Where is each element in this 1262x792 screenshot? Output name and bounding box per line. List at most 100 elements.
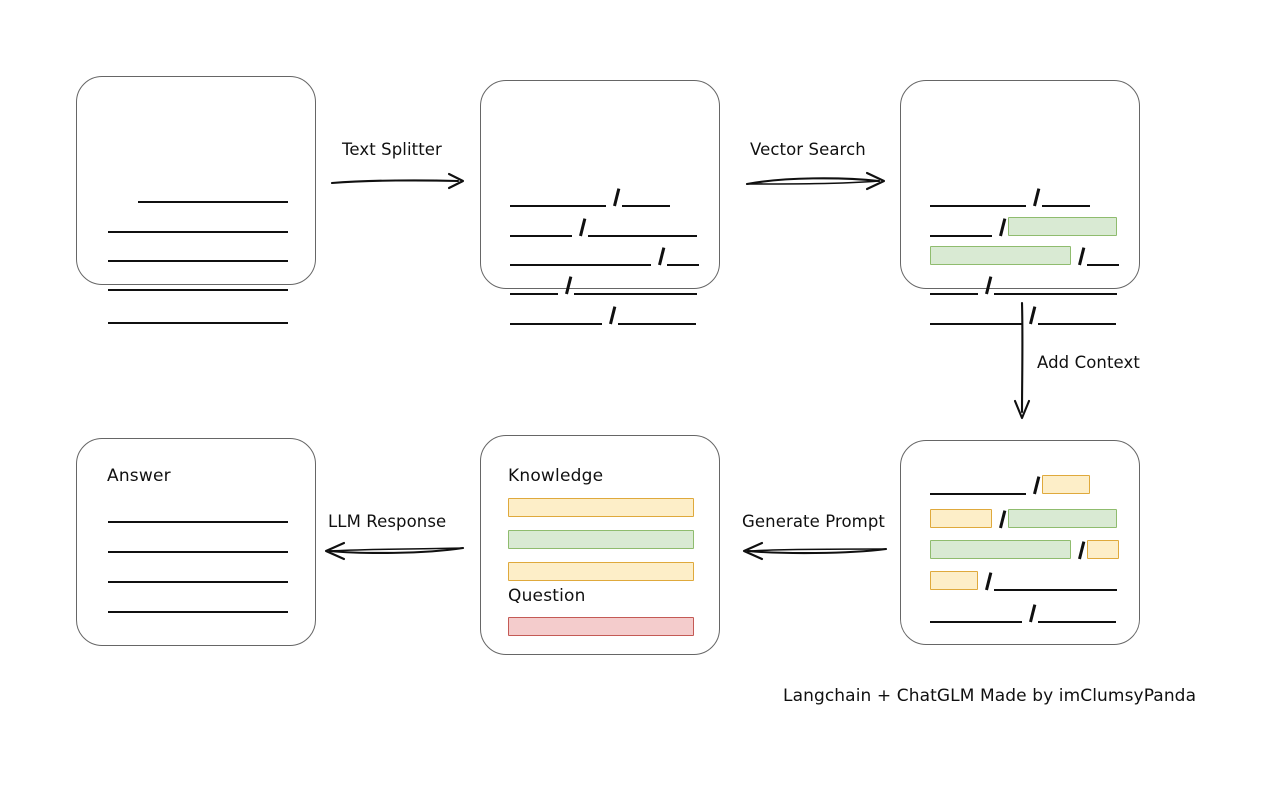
chunk-segment-right bbox=[1038, 601, 1116, 623]
chunk-row bbox=[930, 273, 1117, 295]
chunk-segment-left-highlight-green bbox=[930, 539, 1071, 559]
chunk-segment-right bbox=[994, 273, 1117, 295]
chunk-row bbox=[930, 185, 1090, 207]
chunk-segment-right bbox=[994, 569, 1117, 591]
split-chunks-card[interactable] bbox=[480, 80, 720, 325]
line-segment bbox=[108, 561, 288, 583]
chunk-separator-icon bbox=[978, 273, 994, 295]
question-label: Question bbox=[508, 586, 586, 606]
answer-card-content: Answer bbox=[77, 439, 315, 645]
document-line bbox=[108, 240, 288, 262]
prompt-card-content: Knowledge Question bbox=[481, 436, 719, 654]
chunk-row bbox=[930, 538, 1119, 560]
chunk-segment-right bbox=[1042, 185, 1090, 207]
chunk-row bbox=[930, 507, 1117, 529]
chunk-row bbox=[510, 185, 670, 207]
knowledge-bar-yellow-1 bbox=[508, 498, 694, 517]
footer-caption: Langchain + ChatGLM Made by imClumsyPand… bbox=[783, 686, 1197, 706]
edge-add-context: Add Context bbox=[1005, 300, 1185, 425]
line-segment bbox=[108, 269, 288, 291]
edge-label-llm-response: LLM Response bbox=[328, 512, 447, 531]
chunk-segment-right bbox=[622, 185, 670, 207]
source-document-lines bbox=[77, 77, 315, 324]
chunk-separator-icon bbox=[1026, 473, 1042, 495]
chunk-segment-left bbox=[930, 273, 978, 295]
chunk-segment-left bbox=[930, 601, 1022, 623]
chunk-segment-left bbox=[510, 244, 651, 266]
chunk-segment-left bbox=[930, 303, 1022, 325]
chunk-segment-right-highlight-green bbox=[1008, 216, 1117, 236]
split-chunks-rows bbox=[481, 81, 719, 325]
chunk-separator-icon bbox=[978, 569, 994, 591]
chunk-segment-left bbox=[930, 215, 992, 237]
context-chunks-rows bbox=[901, 441, 1139, 644]
chunk-row bbox=[930, 569, 1117, 591]
line-segment bbox=[108, 531, 288, 553]
chunk-separator-icon bbox=[992, 215, 1008, 237]
chunk-row bbox=[930, 473, 1090, 495]
line-segment bbox=[108, 211, 288, 233]
edge-label-add-context: Add Context bbox=[1037, 353, 1140, 372]
knowledge-label: Knowledge bbox=[508, 466, 604, 486]
chunk-segment-right bbox=[667, 244, 699, 266]
chunk-segment-left bbox=[510, 215, 572, 237]
chunk-separator-icon bbox=[558, 273, 574, 295]
chunk-separator-icon bbox=[606, 185, 622, 207]
chunk-segment-right bbox=[574, 273, 697, 295]
answer-line bbox=[108, 591, 288, 613]
knowledge-bar-yellow-2 bbox=[508, 562, 694, 581]
line-segment bbox=[108, 302, 288, 324]
vector-matched-chunks-card[interactable] bbox=[900, 80, 1140, 325]
chunk-segment-left-highlight-yellow bbox=[930, 508, 992, 528]
context-chunks-card[interactable] bbox=[900, 440, 1140, 645]
line-segment bbox=[138, 181, 288, 203]
edge-label-generate-prompt: Generate Prompt bbox=[742, 512, 885, 531]
chunk-separator-icon bbox=[651, 244, 667, 266]
arrow-right-icon bbox=[745, 171, 886, 191]
chunk-separator-icon bbox=[572, 215, 588, 237]
answer-line bbox=[108, 561, 288, 583]
chunk-row bbox=[510, 215, 697, 237]
chunk-separator-icon bbox=[1022, 601, 1038, 623]
chunk-separator-icon bbox=[602, 303, 618, 325]
chunk-separator-icon bbox=[1071, 538, 1087, 560]
chunk-separator-icon bbox=[1071, 244, 1087, 266]
chunk-separator-icon bbox=[992, 507, 1008, 529]
chunk-row bbox=[510, 303, 696, 325]
chunk-segment-right bbox=[588, 215, 697, 237]
arrow-left-icon bbox=[324, 541, 465, 561]
document-line bbox=[108, 211, 288, 233]
chunk-segment-left bbox=[510, 303, 602, 325]
chunk-row bbox=[930, 303, 1116, 325]
edge-label-text-splitter: Text Splitter bbox=[342, 140, 442, 159]
edge-text-splitter: Text Splitter bbox=[330, 140, 470, 190]
arrow-left-icon bbox=[742, 541, 888, 561]
answer-label: Answer bbox=[107, 466, 171, 486]
prompt-card[interactable]: Knowledge Question bbox=[480, 435, 720, 655]
chunk-row bbox=[510, 244, 699, 266]
arrow-right-icon bbox=[330, 172, 465, 190]
edge-vector-search: Vector Search bbox=[745, 140, 890, 191]
chunk-row bbox=[930, 244, 1119, 266]
line-segment bbox=[108, 591, 288, 613]
chunk-segment-left-highlight-green bbox=[930, 245, 1071, 265]
chunk-segment-right-highlight-yellow bbox=[1042, 474, 1090, 494]
edge-generate-prompt: Generate Prompt bbox=[738, 512, 888, 562]
chunk-segment-right-highlight-yellow bbox=[1087, 539, 1119, 559]
answer-line bbox=[108, 531, 288, 553]
answer-line bbox=[108, 501, 288, 523]
chunk-segment-right bbox=[618, 303, 696, 325]
edge-label-vector-search: Vector Search bbox=[750, 140, 866, 159]
arrow-down-icon bbox=[1013, 301, 1031, 420]
chunk-segment-right-highlight-green bbox=[1008, 508, 1117, 528]
line-segment bbox=[108, 501, 288, 523]
source-document-card[interactable] bbox=[76, 76, 316, 324]
line-segment bbox=[108, 240, 288, 262]
document-line bbox=[138, 181, 288, 203]
answer-card[interactable]: Answer bbox=[76, 438, 316, 646]
chunk-segment-left bbox=[510, 185, 606, 207]
vector-matched-rows bbox=[901, 81, 1139, 325]
chunk-segment-left-highlight-yellow bbox=[930, 570, 978, 590]
chunk-separator-icon bbox=[1026, 185, 1042, 207]
